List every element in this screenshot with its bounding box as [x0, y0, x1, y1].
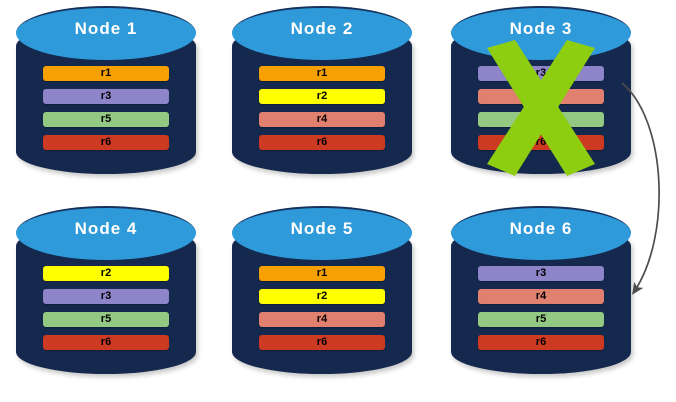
record-bar-list: r1 r2 r4 r6	[259, 66, 385, 158]
record-bar-r6[interactable]: r6	[43, 135, 169, 150]
record-bar-r6[interactable]: r6	[478, 135, 604, 150]
record-bar-r5[interactable]: r5	[43, 112, 169, 127]
record-bar-r6[interactable]: r6	[43, 335, 169, 350]
node-cylinder-5[interactable]: Node 5 r1 r2 r4 r6	[232, 206, 412, 386]
record-bar-r2[interactable]: r2	[259, 89, 385, 104]
node-cylinder-2[interactable]: Node 2 r1 r2 r4 r6	[232, 6, 412, 186]
record-bar-r5[interactable]: r5	[43, 312, 169, 327]
node-cylinder-1[interactable]: Node 1 r1 r3 r5 r6	[16, 6, 196, 186]
node-title: Node 3	[509, 19, 573, 38]
record-bar-r1[interactable]: r1	[259, 66, 385, 81]
record-bar-r3[interactable]: r3	[478, 66, 604, 81]
record-bar-list: r3 r4 r5 r6	[478, 66, 604, 158]
record-bar-r4[interactable]: r4	[259, 112, 385, 127]
record-bar-r4[interactable]: r4	[259, 312, 385, 327]
cylinder-top-ellipse	[16, 206, 196, 260]
record-bar-r3[interactable]: r3	[43, 289, 169, 304]
record-bar-r3[interactable]: r3	[43, 89, 169, 104]
record-bar-list: r1 r3 r5 r6	[43, 66, 169, 158]
record-bar-list: r3 r4 r5 r6	[478, 266, 604, 358]
record-bar-r2[interactable]: r2	[43, 266, 169, 281]
record-bar-r4[interactable]: r4	[478, 289, 604, 304]
record-bar-r3[interactable]: r3	[478, 266, 604, 281]
record-bar-list: r2 r3 r5 r6	[43, 266, 169, 358]
cylinder-top-ellipse	[451, 206, 631, 260]
record-bar-r5[interactable]: r5	[478, 312, 604, 327]
record-bar-r6[interactable]: r6	[259, 335, 385, 350]
record-bar-r2[interactable]: r2	[259, 289, 385, 304]
node-cylinder-6[interactable]: Node 6 r3 r4 r5 r6	[451, 206, 631, 386]
node-title: Node 2	[290, 19, 354, 38]
record-bar-r5[interactable]: r5	[478, 112, 604, 127]
cylinder-top-ellipse	[232, 206, 412, 260]
record-bar-r6[interactable]: r6	[259, 135, 385, 150]
cylinder-top-ellipse	[16, 6, 196, 60]
record-bar-r1[interactable]: r1	[43, 66, 169, 81]
node-title: Node 6	[509, 219, 573, 238]
node-title: Node 1	[74, 19, 138, 38]
record-bar-r6[interactable]: r6	[478, 335, 604, 350]
node-title: Node 5	[290, 219, 354, 238]
record-bar-list: r1 r2 r4 r6	[259, 266, 385, 358]
cylinder-top-ellipse	[232, 6, 412, 60]
node-title: Node 4	[74, 219, 138, 238]
record-bar-r1[interactable]: r1	[259, 266, 385, 281]
record-bar-r4[interactable]: r4	[478, 89, 604, 104]
node-cylinder-4[interactable]: Node 4 r2 r3 r5 r6	[16, 206, 196, 386]
node-cylinder-3[interactable]: Node 3 r3 r4 r5 r6	[451, 6, 631, 186]
